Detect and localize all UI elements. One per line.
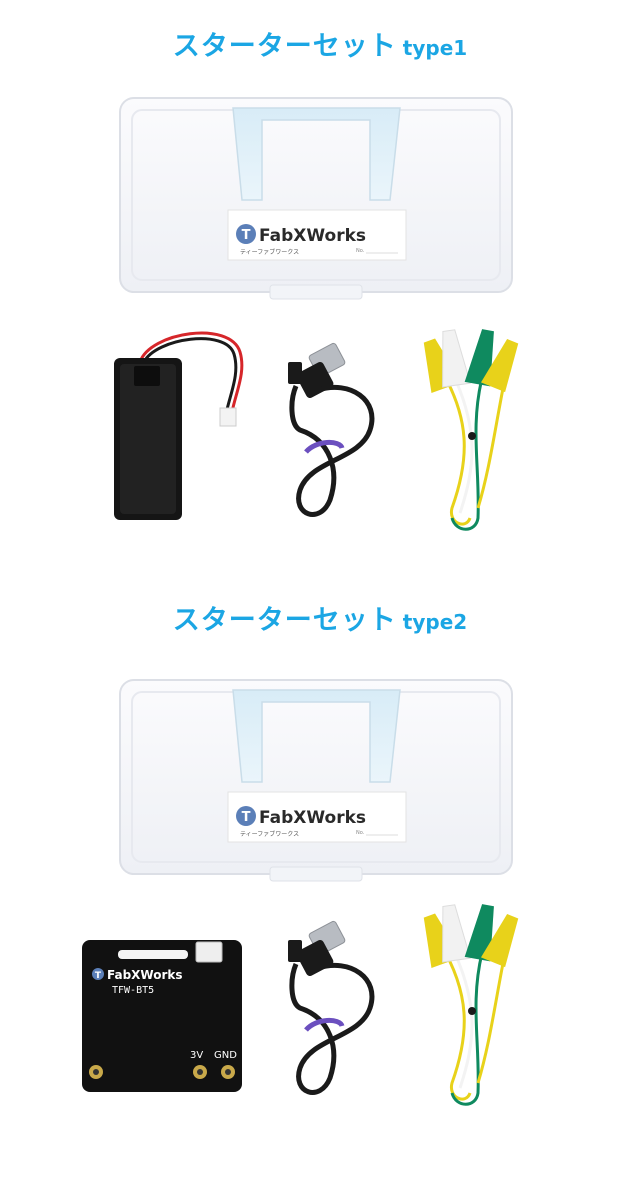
logo-icon	[236, 224, 256, 244]
board-logo-letter: T	[95, 971, 102, 981]
board-brand-label: FabXWorks	[107, 968, 183, 982]
section-2-type-label: type2	[402, 610, 468, 634]
board-pin-3v: 3V	[190, 1050, 203, 1061]
box-no-label: No.	[356, 830, 365, 836]
logo-letter: T	[242, 810, 251, 825]
logo-letter: T	[242, 228, 251, 243]
box-brand-label: FabXWorks	[259, 226, 366, 246]
battery-holder	[114, 331, 244, 520]
battery-board: T FabXWorks TFW-BT5 3V GND	[82, 940, 242, 1092]
board-model-label: TFW-BT5	[112, 985, 154, 996]
storage-box-2: T FabXWorks ティーファブワークス No.	[119, 679, 513, 882]
board-pin-gnd: GND	[214, 1050, 237, 1061]
section-1-title-text: スターターセット	[172, 31, 397, 62]
logo-icon	[236, 806, 256, 826]
box-kana-label: ティーファブワークス	[240, 248, 299, 256]
section-2-title-text: スターターセット	[172, 605, 397, 636]
box-kana-label: ティーファブワークス	[240, 830, 299, 838]
usb-cable-1	[288, 342, 375, 517]
alligator-clip-leads-2	[423, 904, 519, 1106]
usb-cable-2	[288, 920, 375, 1095]
section-1-type-label: type1	[402, 36, 468, 60]
box-brand-label: FabXWorks	[259, 808, 366, 828]
box-no-label: No.	[356, 248, 365, 254]
alligator-clip-leads-1	[423, 329, 519, 531]
storage-box-1: T FabXWorks ティーファブワークス No.	[119, 97, 513, 300]
